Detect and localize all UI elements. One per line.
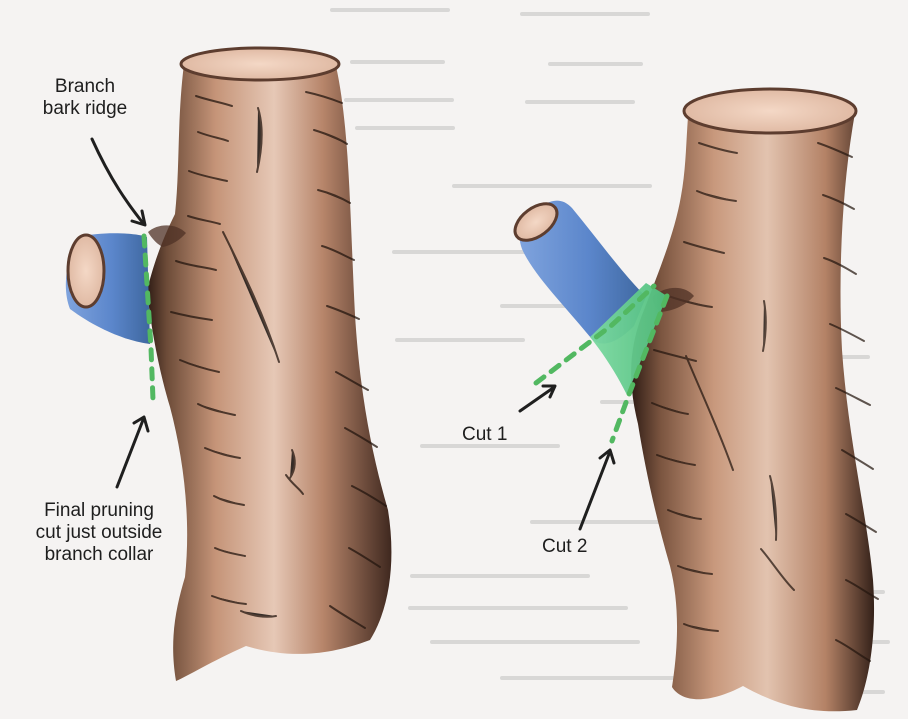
branch-bark-ridge-arrow (92, 139, 143, 223)
left-trunk (147, 48, 391, 681)
cut-2-arrow (580, 454, 609, 529)
final-pruning-label: Final pruning cut just outside branch co… (20, 500, 178, 566)
final-pruning-arrow (117, 420, 143, 487)
left-branch (66, 233, 153, 400)
right-trunk (631, 89, 878, 711)
cut-1-label: Cut 1 (462, 424, 522, 446)
right-trunk-body (631, 100, 874, 711)
right-trunk-cut-top (684, 89, 856, 133)
left-trunk-cut-top (181, 48, 339, 80)
cut-1-arrow (520, 388, 553, 411)
cut-2-label: Cut 2 (542, 536, 602, 558)
branch-bark-ridge-label: Branch bark ridge (20, 76, 150, 120)
left-branch-cut-end (68, 235, 104, 307)
left-trunk-body (147, 54, 391, 681)
